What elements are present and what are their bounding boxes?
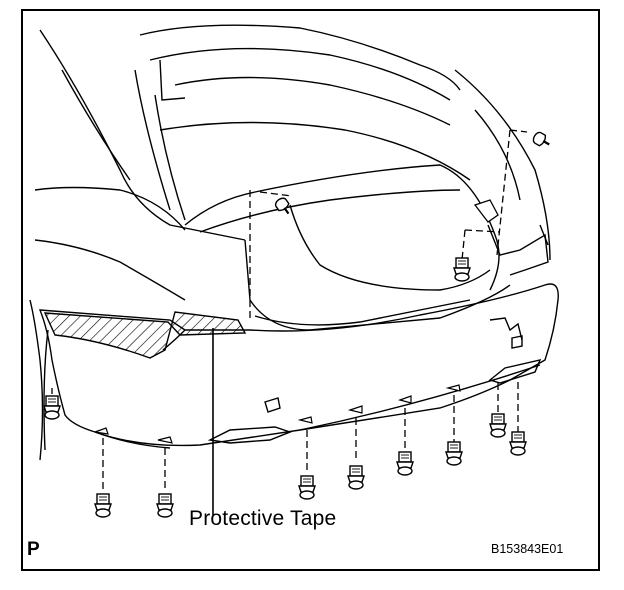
- corner-mark: P: [27, 539, 40, 560]
- car-body: [29, 24, 559, 461]
- clip-fastener-3: [298, 475, 316, 500]
- figure-id: B153843E01: [491, 542, 564, 556]
- protective-tape-label: Protective Tape: [189, 507, 337, 530]
- side-bracket: [473, 199, 499, 223]
- guide-lines: [51, 129, 528, 490]
- clip-fastener-9: [43, 395, 61, 420]
- clip-fastener-6: [445, 441, 463, 466]
- screw-right: [530, 129, 554, 151]
- clip-fastener-4: [347, 465, 365, 490]
- clip-fastener-10: [453, 257, 471, 282]
- clip-fastener-2: [156, 493, 174, 518]
- clip-seats: [94, 384, 461, 444]
- clip-fastener-5: [396, 451, 414, 476]
- clip-fastener-8: [509, 431, 527, 456]
- clip-fastener-1: [94, 493, 112, 518]
- protective-tape-area: [43, 311, 247, 359]
- clip-fastener-7: [489, 413, 507, 438]
